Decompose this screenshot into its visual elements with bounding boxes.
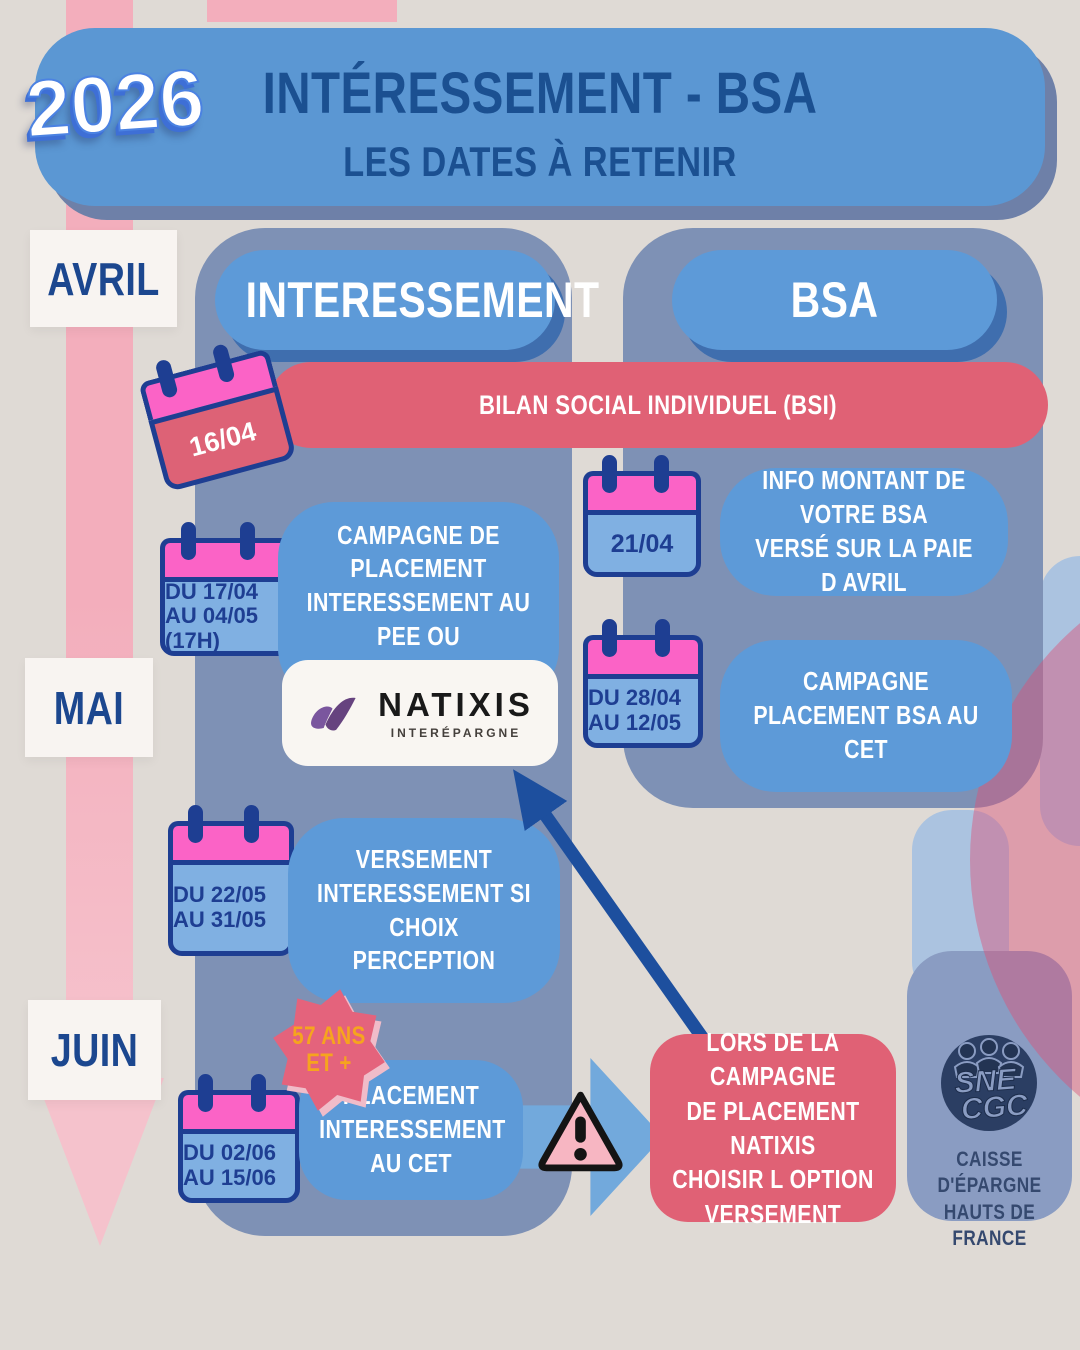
calendar-icon-21-04: 21/04 <box>583 455 701 588</box>
event-bubble-info-bsa: INFO MONTANT DE VOTRE BSA VERSÉ SUR LA P… <box>720 465 1008 597</box>
event-text: CAMPAGNE PLACEMENT BSA AU CET <box>753 666 979 764</box>
calendar-ring <box>181 522 197 560</box>
header-banner: INTÉRESSEMENT - BSA LES DATES À RETENIR <box>35 28 1045 206</box>
pink-top-tab-decoration <box>207 0 397 22</box>
event-bubble-versement: VERSEMENT INTERESSEMENT SI CHOIX PERCEPT… <box>288 818 560 1003</box>
sne-cgc-logo: SNE CGC <box>941 1035 1037 1131</box>
natixis-subname: INTERÉPARGNE <box>390 726 522 740</box>
calendar-ring <box>602 619 618 657</box>
calendar-ring <box>601 455 617 493</box>
calendar-ring <box>653 455 669 493</box>
calendar-ring <box>251 1074 267 1112</box>
year-label: 2026 <box>22 52 208 155</box>
page-subtitle: LES DATES À RETENIR <box>343 138 737 185</box>
sne-cgc-caption: CAISSE D'ÉPARGNE HAUTS DE FRANCE <box>937 1148 1042 1250</box>
calendar-icon-28-04: DU 28/04 AU 12/05 <box>583 619 703 759</box>
warning-note-box: LORS DE LA CAMPAGNE DE PLACEMENT NATIXIS… <box>650 1027 896 1229</box>
calendar-band <box>178 1090 300 1129</box>
svg-text:SNE: SNE <box>953 1063 1018 1100</box>
calendar-ring <box>240 522 256 560</box>
event-bubble-placement-bsa-cet: CAMPAGNE PLACEMENT BSA AU CET <box>720 640 1012 792</box>
calendar-ring <box>243 805 259 843</box>
calendar-date: DU 28/04 AU 12/05 <box>583 674 703 748</box>
calendar-band <box>583 635 703 674</box>
month-label-avril: AVRIL <box>30 230 177 327</box>
calendar-band <box>583 471 701 510</box>
calendar-date: DU 17/04 AU 04/05 (17H) <box>160 577 294 656</box>
warning-icon <box>538 1091 623 1172</box>
column-header-interessement-label: INTERESSEMENT <box>245 272 600 328</box>
calendar-date: 21/04 <box>583 510 701 577</box>
bsi-banner-label: BILAN SOCIAL INDIVIDUEL (BSI) <box>479 389 837 420</box>
timeline-arrow-head <box>36 1078 164 1246</box>
page-title: INTÉRESSEMENT - BSA <box>262 61 818 126</box>
event-text: VERSEMENT INTERESSEMENT SI CHOIX PERCEPT… <box>317 843 531 976</box>
column-header-interessement: INTERESSEMENT <box>215 250 600 350</box>
column-header-bsa-label: BSA <box>790 272 879 328</box>
calendar-icon-02-06: DU 02/06 AU 15/06 <box>178 1074 300 1214</box>
month-text: AVRIL <box>47 252 160 305</box>
calendar-date: DU 22/05 AU 31/05 <box>168 860 294 956</box>
column-header-bsa: BSA <box>672 250 997 350</box>
calendar-date: DU 02/06 AU 15/06 <box>178 1129 300 1203</box>
calendar-ring <box>197 1074 213 1112</box>
age-badge-label: 57 ANS ET + <box>292 1022 366 1077</box>
month-text: MAI <box>53 681 125 734</box>
month-label-mai: MAI <box>25 658 153 757</box>
natixis-logo-text: NATIXIS INTERÉPARGNE <box>378 686 534 740</box>
calendar-icon-22-05: DU 22/05 AU 31/05 <box>168 805 294 967</box>
event-text: INFO MONTANT DE VOTRE BSA VERSÉ SUR LA P… <box>755 465 973 597</box>
warning-note-text: LORS DE LA CAMPAGNE DE PLACEMENT NATIXIS… <box>672 1027 874 1229</box>
svg-text:CGC: CGC <box>960 1089 1030 1127</box>
lightblue-rect-decoration <box>1040 556 1080 846</box>
calendar-icon-17-04: DU 17/04 AU 04/05 (17H) <box>160 522 294 667</box>
month-label-juin: JUIN <box>28 1000 161 1100</box>
calendar-ring <box>188 805 204 843</box>
natixis-name: NATIXIS <box>378 686 534 723</box>
natixis-swoosh-icon <box>311 697 356 731</box>
month-text: JUIN <box>50 1024 139 1076</box>
calendar-ring <box>655 619 670 657</box>
calendar-band <box>160 538 294 577</box>
calendar-band <box>168 821 294 860</box>
bsi-banner: BILAN SOCIAL INDIVIDUEL (BSI) <box>268 362 1048 448</box>
sne-cgc-logo-box: SNE CGC CAISSE D'ÉPARGNE HAUTS DE FRANCE <box>907 951 1072 1250</box>
natixis-logo-card: NATIXIS INTERÉPARGNE <box>282 660 558 766</box>
